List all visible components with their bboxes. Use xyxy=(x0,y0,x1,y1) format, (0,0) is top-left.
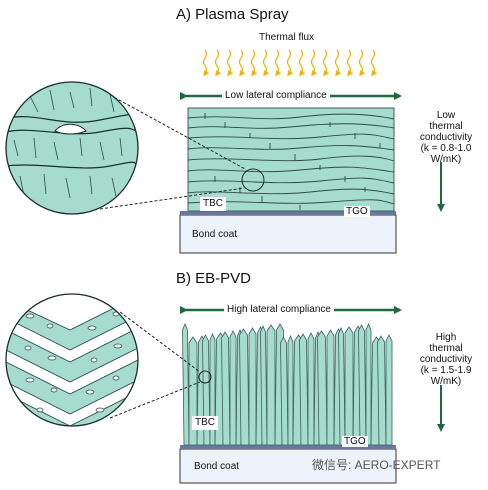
conductivity-b-line3: conductivity xyxy=(419,354,473,365)
column-grain xyxy=(280,336,289,446)
panel-a-title: A) Plasma Spray xyxy=(176,6,289,23)
compliance-label-b: High lateral compliance xyxy=(224,304,334,315)
column-grain xyxy=(385,334,393,446)
column-grain xyxy=(221,331,231,446)
conductivity-a-line2: thermal xyxy=(429,121,463,132)
tgo-layer-b xyxy=(180,445,396,449)
column-grain xyxy=(338,326,346,446)
column-grain xyxy=(365,322,372,446)
conductivity-label-b: High thermal conductivity (k = 1.5-1.9 W… xyxy=(404,332,488,387)
conductivity-a-line4: (k = 0.8-1.0 W/mK) xyxy=(420,143,472,165)
column-grain xyxy=(248,327,257,446)
zoom-line-b-bottom xyxy=(109,381,201,419)
magnified-spot-a xyxy=(241,168,265,192)
column-grain xyxy=(239,328,250,446)
zoom-line-a-top xyxy=(109,94,246,170)
magnified-view-a xyxy=(6,82,138,214)
panel-b xyxy=(5,293,445,484)
column-grain xyxy=(266,324,276,446)
conductivity-b-line1: High xyxy=(435,332,457,343)
conductivity-a-line3: conductivity xyxy=(419,132,473,143)
bond-coat-b xyxy=(179,448,397,484)
conductivity-b-line4: (k = 1.5-1.9 W/mK) xyxy=(420,365,472,387)
tgo-layer-a xyxy=(180,211,396,215)
column-grain xyxy=(287,334,294,446)
column-grain xyxy=(260,324,268,446)
zoom-line-b-top xyxy=(119,311,201,373)
column-grain xyxy=(358,324,367,446)
zoom-line-a-bottom xyxy=(99,187,245,210)
conductivity-label-a: Low thermal conductivity (k = 0.8-1.0 W/… xyxy=(404,110,488,165)
column-grain xyxy=(229,330,237,446)
column-grain xyxy=(377,335,387,446)
bond-coat-label-b: Bond coat xyxy=(194,461,240,472)
column-grain xyxy=(317,330,328,446)
magnified-circle-outline-b xyxy=(5,293,139,427)
thermal-flux-arrows xyxy=(202,49,378,77)
watermark: 微信号: AERO-EXPERT xyxy=(312,458,441,472)
magnified-spot-b xyxy=(198,370,212,384)
conductivity-a-line1: Low xyxy=(436,110,456,121)
bond-coat-a xyxy=(179,214,397,254)
tbc-splat-layer xyxy=(187,107,395,212)
tgo-label-b: TGO xyxy=(342,436,368,447)
panel-b-title: B) EB-PVD xyxy=(176,270,252,287)
compliance-label-a: Low lateral compliance xyxy=(222,90,330,101)
tbc-label-b: TBC xyxy=(192,416,218,430)
column-grain xyxy=(344,326,354,446)
bond-coat-label-a: Bond coat xyxy=(192,229,238,240)
thermal-flux-label: Thermal flux xyxy=(259,32,315,43)
tbc-label-a: TBC xyxy=(200,197,226,211)
magnified-view-b xyxy=(6,294,138,426)
column-grain xyxy=(299,333,309,446)
column-grain xyxy=(182,322,190,446)
magnified-circle-outline-a xyxy=(5,81,139,215)
panel-a xyxy=(5,49,445,254)
column-grain xyxy=(307,332,315,446)
column-grain xyxy=(326,329,335,446)
tgo-label-a: TGO xyxy=(344,206,370,217)
conductivity-b-line2: thermal xyxy=(429,343,463,354)
